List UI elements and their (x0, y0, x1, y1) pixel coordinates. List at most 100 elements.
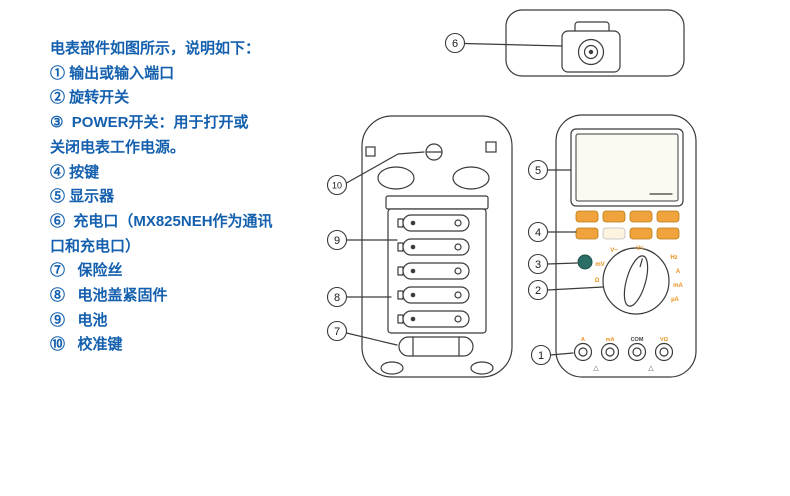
fuse (398, 336, 474, 357)
input-jack (627, 342, 647, 362)
callout-line-3 (546, 262, 578, 265)
callout-line-6 (463, 42, 563, 47)
function-button (656, 227, 680, 240)
description-line: ③ POWER开关：用于打开或 (50, 114, 249, 132)
callout-number-1: 1 (538, 350, 544, 362)
input-jack-hole (605, 347, 615, 357)
battery-cell (397, 214, 470, 232)
dial-label: Ω (595, 278, 600, 284)
battery-cell (397, 286, 470, 304)
front-view-diagram: V~ V= mV Ω Hz A mA µA A mA COM VΩ △ △ (527, 114, 697, 378)
dial-label: mV (595, 262, 604, 268)
callout-circle-5 (527, 159, 549, 181)
description-line: 关闭电表工作电源。 (50, 138, 186, 156)
bail-hole-left (377, 166, 415, 190)
input-jack-hole (659, 347, 669, 357)
function-button (629, 210, 653, 223)
callout-number-5: 5 (535, 165, 541, 177)
input-jack (654, 342, 674, 362)
input-jack-hole (578, 347, 588, 357)
foot-left (380, 361, 404, 375)
rotary-knob-pointer (639, 258, 643, 268)
function-button (656, 210, 680, 223)
callout-number-7: 7 (334, 326, 340, 338)
back-view-diagram: 10 9 8 7 (326, 115, 513, 378)
dial-label: Hz (670, 255, 677, 261)
battery-plus-mark (410, 244, 416, 250)
battery-body (402, 214, 470, 232)
battery-plus-mark (410, 220, 416, 226)
battery-plus-mark (410, 268, 416, 274)
dial-label: µA (671, 297, 679, 303)
callout-line-10 (345, 151, 425, 184)
battery-body (402, 310, 470, 328)
function-button (629, 227, 653, 240)
charge-port-pin (588, 49, 594, 55)
back-clip-left (365, 146, 376, 157)
callout-circle-6 (444, 32, 466, 54)
parts-description-text: 电表部件如图所示，说明如下： ① 输出或输入端口 ② 旋转开关 ③ POWER开… (50, 37, 273, 358)
callout-circle-7 (326, 320, 348, 342)
description-line: ⑦ 保险丝 (50, 262, 123, 280)
foot-right (470, 361, 494, 375)
callout-circle-8 (326, 286, 348, 308)
warning-triangle-icon: △ (593, 365, 599, 372)
callout-number-9: 9 (334, 235, 340, 247)
description-line: ⑧ 电池盖紧固件 (50, 287, 168, 305)
back-clip-right (485, 141, 497, 153)
warning-triangle-icon: △ (648, 365, 654, 372)
battery-cell (397, 238, 470, 256)
callout-line-7 (345, 332, 398, 346)
description-line: ④ 按键 (50, 163, 100, 181)
function-button (602, 227, 626, 240)
description-line: ⑥ 充电口（MX825NEH作为通讯 (50, 212, 273, 230)
battery-minus-mark (454, 219, 462, 227)
rotary-knob-group (623, 255, 649, 307)
battery-cell (397, 310, 470, 328)
rotary-knob (623, 255, 649, 307)
callout-number-10: 10 (332, 181, 342, 191)
battery-minus-mark (454, 243, 462, 251)
battery-minus-mark (454, 267, 462, 275)
callout-number-3: 3 (535, 259, 541, 271)
battery-cover-fastener (385, 195, 489, 210)
lcd-screen (575, 133, 679, 202)
battery-body (402, 262, 470, 280)
callout-circle-9 (326, 229, 348, 251)
fuse-body (398, 336, 474, 357)
callout-number-8: 8 (334, 292, 340, 304)
callout-number-2: 2 (535, 285, 541, 297)
dial-label: mA (673, 283, 683, 289)
bail-hole-right (452, 166, 490, 190)
callout-circle-10 (326, 174, 348, 196)
battery-body (402, 238, 470, 256)
battery-plus-mark (410, 292, 416, 298)
description-line: ① 输出或输入端口 (50, 64, 175, 82)
battery-plus-mark (410, 316, 416, 322)
callout-number-4: 4 (535, 227, 541, 239)
function-button (602, 210, 626, 223)
callout-number-6: 6 (452, 38, 458, 50)
input-jack (573, 342, 593, 362)
power-button (577, 254, 593, 270)
callout-circle-1 (530, 344, 552, 366)
battery-body (402, 286, 470, 304)
description-line: ② 旋转开关 (50, 89, 130, 107)
battery-cell (397, 262, 470, 280)
dial-label: A (676, 269, 681, 275)
input-jack (600, 342, 620, 362)
jack-label: VΩ (660, 337, 669, 343)
jack-label: A (581, 337, 585, 343)
callout-circle-3 (527, 253, 549, 275)
description-intro: 电表部件如图所示，说明如下： (50, 40, 261, 57)
input-jack-hole (632, 347, 642, 357)
callout-circle-2 (527, 279, 549, 301)
jack-label-com: COM (631, 337, 644, 343)
jack-label: mA (606, 337, 615, 343)
description-line: ⑨ 电池 (50, 311, 108, 329)
description-line: ⑤ 显示器 (50, 188, 115, 206)
dial-label: V~ (610, 248, 618, 254)
description-line: 口和充电口） (50, 237, 141, 255)
